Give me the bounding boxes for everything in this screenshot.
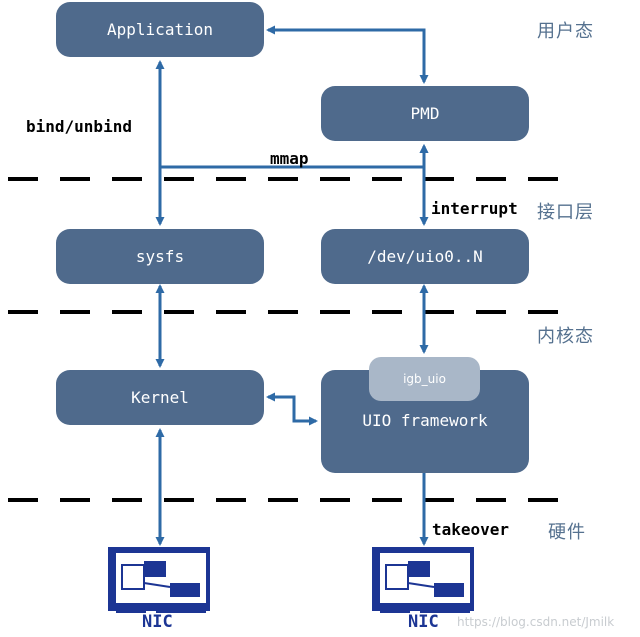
layer-hardware: 硬件 xyxy=(548,522,586,543)
label-bind-unbind: bind/unbind xyxy=(26,117,132,136)
label-mmap: mmap xyxy=(270,149,309,168)
uio-framework-label: UIO framework xyxy=(362,411,488,430)
nic-right-label: NIC xyxy=(408,612,439,632)
arrow-application-pmd xyxy=(266,25,429,84)
kernel-box: Kernel xyxy=(56,370,264,425)
arrow-kernel-uio xyxy=(266,392,318,426)
label-takeover: takeover xyxy=(432,520,510,539)
sysfs-box: sysfs xyxy=(56,229,264,284)
layer-kernel-space: 内核态 xyxy=(537,326,594,347)
dev-uio-box: /dev/uio0..N xyxy=(321,229,529,284)
layer-interface: 接口层 xyxy=(537,202,594,223)
layer-user-space: 用户态 xyxy=(537,21,594,42)
watermark: https://blog.csdn.net/Jmilk xyxy=(457,615,615,629)
nic-left-label: NIC xyxy=(142,612,173,632)
pmd-box: PMD xyxy=(321,86,529,141)
application-box: Application xyxy=(56,2,264,57)
igb-uio-pill: igb_uio xyxy=(369,357,480,401)
nic-card-icon xyxy=(372,547,474,613)
nic-card-icon xyxy=(108,547,210,613)
label-interrupt: interrupt xyxy=(431,199,518,218)
